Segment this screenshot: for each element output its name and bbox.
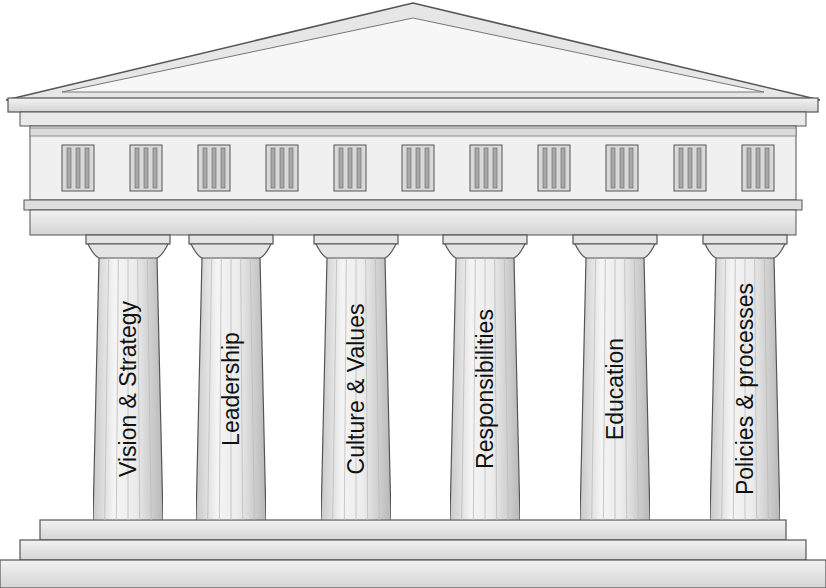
column-pillar: Culture & Values: [321, 258, 391, 520]
column-pillar: Education: [580, 258, 650, 520]
pillar-label: Education: [604, 338, 627, 440]
column-pillar: Vision & Strategy: [93, 258, 163, 520]
pillar-label: Policies & processes: [734, 283, 757, 495]
pillar-label: Vision & Strategy: [117, 301, 140, 477]
column-pillar: Policies & processes: [710, 258, 780, 520]
column-pillar: Leadership: [196, 258, 266, 520]
pillar-label: Leadership: [220, 332, 243, 446]
pillar-label: Responsibilities: [474, 309, 497, 469]
column-pillar: Responsibilities: [450, 258, 520, 520]
pillar-label: Culture & Values: [345, 304, 368, 475]
